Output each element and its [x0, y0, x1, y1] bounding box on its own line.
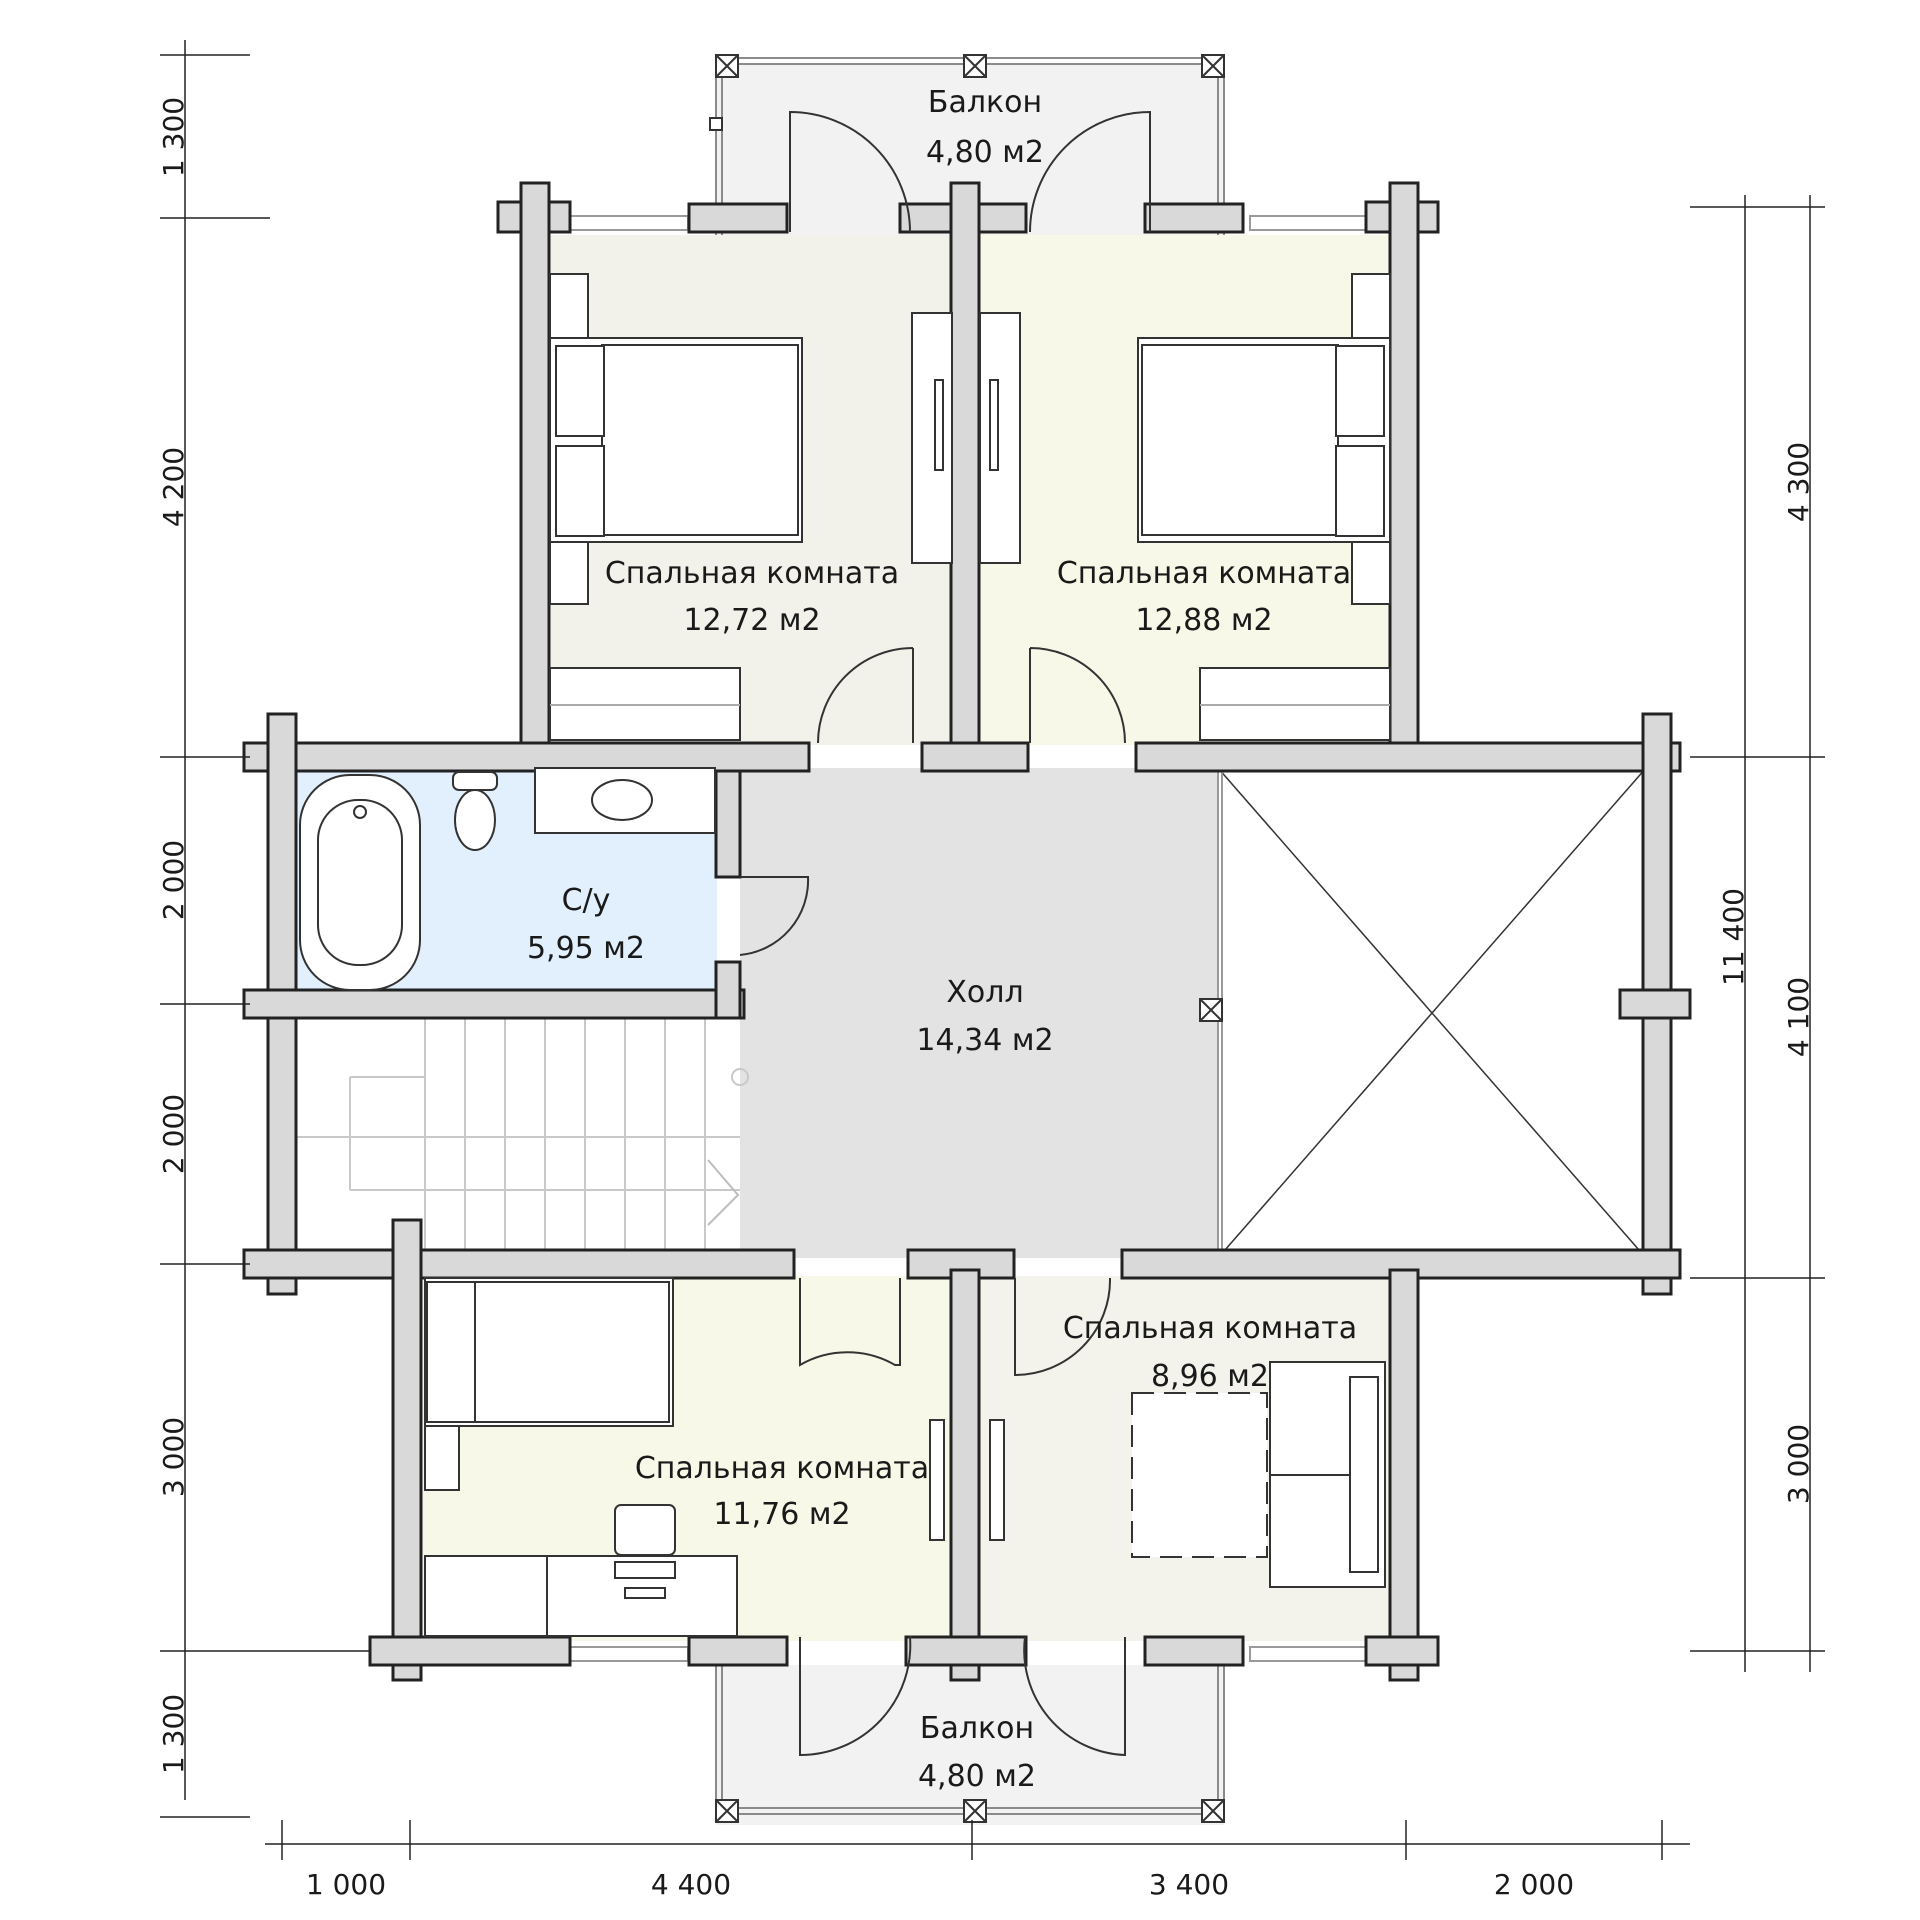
staircase [292, 1017, 749, 1257]
furniture [299, 273, 1391, 1637]
coffee-table-icon [1131, 1392, 1268, 1558]
dim-left-6: 1 300 [157, 1694, 190, 1774]
balcony-top-area: 4,80 м2 [926, 135, 1044, 170]
bedroom-2-area: 12,88 м2 [1135, 603, 1272, 638]
keyboard-icon [614, 1561, 676, 1579]
dim-left-3: 2 000 [157, 840, 190, 920]
dim-left-4: 2 000 [157, 1094, 190, 1174]
dim-right-2: 4 100 [1782, 977, 1815, 1057]
desk-icon [979, 312, 1021, 564]
bedroom-1-name: Спальная комната [605, 556, 899, 591]
dimension-lines [160, 40, 1825, 1860]
bathroom-name: С/у [562, 883, 611, 918]
balcony-bottom-name: Балкон [920, 1711, 1034, 1746]
bedroom-3-area: 8,96 м2 [1151, 1359, 1269, 1394]
bedroom-3-name: Спальная комната [1063, 1311, 1357, 1346]
bathroom-area: 5,95 м2 [527, 931, 645, 966]
toilet-icon [454, 789, 496, 851]
balcony-top-name: Балкон [928, 85, 1042, 120]
sink-icon [591, 779, 653, 821]
dim-left-5: 3 000 [157, 1417, 190, 1497]
dim-bottom-1: 1 000 [306, 1868, 386, 1901]
wardrobe-icon [424, 1555, 548, 1637]
bedroom-4-name: Спальная комната [635, 1451, 929, 1486]
balcony-bottom-area: 4,80 м2 [918, 1759, 1036, 1794]
dim-left-2: 4 200 [157, 447, 190, 527]
dim-bottom-3: 3 400 [1149, 1868, 1229, 1901]
desk-icon [911, 312, 953, 564]
double-height-void [1217, 767, 1647, 1259]
dim-bottom-4: 2 000 [1494, 1868, 1574, 1901]
dim-right-3: 3 000 [1782, 1424, 1815, 1504]
room-labels: Балкон 4,80 м2 Спальная комната 12,72 м2… [527, 85, 1357, 1794]
dim-right-total: 11 400 [1717, 888, 1750, 986]
hall-fill [740, 768, 1218, 1258]
doors [739, 110, 1151, 1757]
hall-area: 14,34 м2 [916, 1023, 1053, 1058]
bedroom-1-area: 12,72 м2 [683, 603, 820, 638]
walls [242, 181, 1692, 1682]
bedroom-2-name: Спальная комната [1057, 556, 1351, 591]
hall-name: Холл [946, 975, 1023, 1010]
dim-bottom-2: 4 400 [651, 1868, 731, 1901]
bedroom-4-area: 11,76 м2 [713, 1497, 850, 1532]
dimension-labels: 1 300 4 200 2 000 2 000 3 000 1 300 4 30… [157, 97, 1815, 1901]
railing-posts [709, 54, 1225, 1823]
monitor-icon [624, 1587, 666, 1599]
dim-left-1: 1 300 [157, 97, 190, 177]
chair-icon [614, 1504, 676, 1556]
dim-right-1: 4 300 [1782, 442, 1815, 522]
